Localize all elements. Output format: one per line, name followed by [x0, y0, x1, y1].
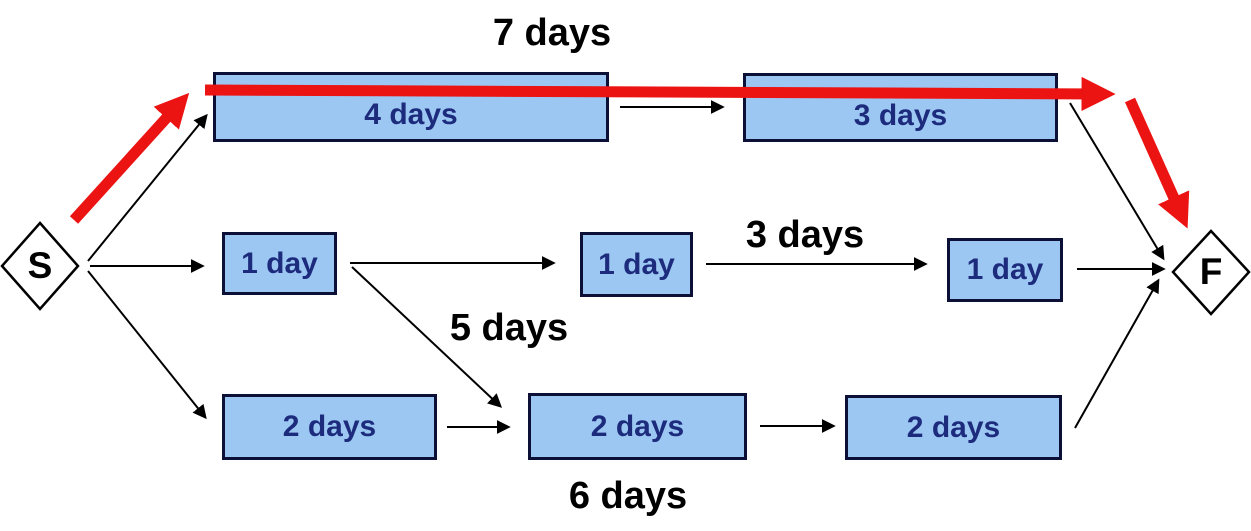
finish-node-label: F — [1199, 251, 1223, 292]
start-node-label: S — [27, 245, 53, 286]
task-duration-label: 1 day — [241, 246, 318, 280]
critical-path-segment-finish — [1124, 97, 1190, 229]
critical-path-segment-start — [69, 92, 190, 224]
task-duration-label: 4 days — [364, 98, 458, 131]
path-label-middle-total: 3 days — [745, 214, 865, 256]
edge-start-to-top — [87, 113, 208, 262]
task-duration-label: 3 days — [853, 98, 948, 132]
task-box-middle-1: 1 day — [222, 232, 337, 295]
edge-top2-to-finish — [1069, 102, 1165, 261]
task-duration-label: 1 day — [966, 253, 1044, 286]
edge-start-to-bottom — [87, 270, 207, 420]
task-box-bottom-1: 2 days — [222, 394, 437, 460]
task-duration-label: 1 day — [598, 247, 675, 281]
task-duration-label: 2 days — [282, 410, 377, 443]
path-label-top-total: 7 days — [492, 12, 612, 54]
task-box-middle-3: 1 day — [947, 238, 1063, 302]
task-duration-label: 2 days — [590, 409, 685, 443]
task-box-top-1: 4 days — [213, 72, 609, 142]
task-duration-label: 2 days — [906, 410, 1001, 444]
path-label-crossover: 5 days — [449, 307, 569, 349]
task-box-bottom-2: 2 days — [528, 393, 747, 460]
task-box-top-2: 3 days — [743, 73, 1058, 142]
path-label-bottom-total: 6 days — [568, 475, 688, 517]
edge-bot3-to-finish — [1074, 278, 1160, 429]
task-box-bottom-3: 2 days — [845, 395, 1062, 460]
task-box-middle-2: 1 day — [580, 232, 693, 297]
